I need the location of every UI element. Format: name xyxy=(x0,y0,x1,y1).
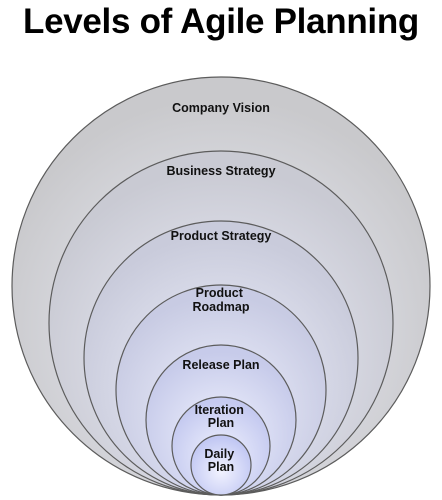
level-label-iteration-plan: Iteration Plan xyxy=(195,403,248,430)
circle-daily-plan xyxy=(190,434,252,496)
level-label-release-plan: Release Plan xyxy=(182,358,259,372)
level-label-company-vision: Company Vision xyxy=(172,101,270,115)
level-label-daily-plan: Daily Plan xyxy=(204,447,237,474)
level-label-product-roadmap: Product Roadmap xyxy=(193,286,250,314)
level-label-product-strategy: Product Strategy xyxy=(171,229,272,243)
diagram-title: Levels of Agile Planning xyxy=(22,2,420,41)
level-label-business-strategy: Business Strategy xyxy=(166,164,275,178)
